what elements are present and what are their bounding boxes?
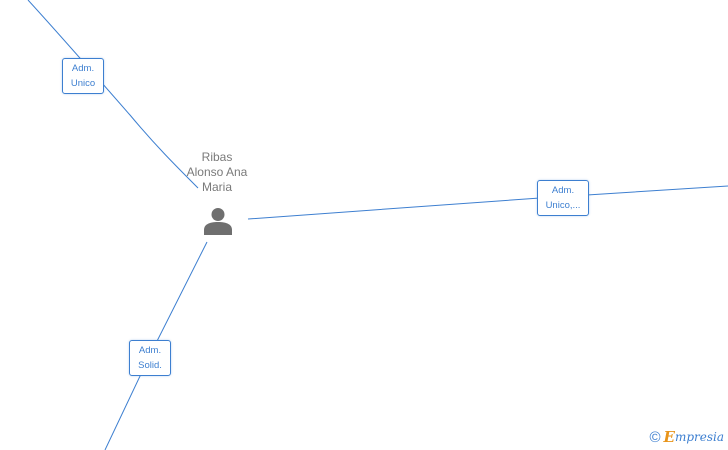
brand-name: mpresia xyxy=(674,430,724,444)
footer-brand: © E mpresia xyxy=(649,428,724,446)
edge-line-adm-unico xyxy=(27,0,199,189)
person-name[interactable]: Ribas Alonso Ana Maria xyxy=(176,150,258,195)
edge-label-line: Unico,... xyxy=(545,200,581,211)
edge-label-adm-solid[interactable]: Adm. Solid. xyxy=(129,340,171,376)
edge-label-adm-unico[interactable]: Adm. Unico xyxy=(62,58,104,94)
edge-label-line: Adm. xyxy=(71,63,95,74)
edge-label-adm-unico-multi[interactable]: Adm. Unico,... xyxy=(537,180,589,216)
edge-line-adm-unico-multi xyxy=(247,185,728,220)
brand-initial: E xyxy=(663,428,675,446)
edge-label-line: Adm. xyxy=(551,185,575,196)
edge-label-line: Unico xyxy=(70,78,96,89)
person-name-line: Maria xyxy=(201,180,232,194)
edge-label-line: Adm. xyxy=(138,345,162,356)
person-silhouette-icon[interactable] xyxy=(203,206,233,236)
edge-label-line: Solid. xyxy=(138,360,162,371)
copyright-icon: © xyxy=(649,428,661,446)
person-name-line: Ribas xyxy=(201,150,233,164)
person-name-line: Alonso Ana xyxy=(186,165,248,179)
